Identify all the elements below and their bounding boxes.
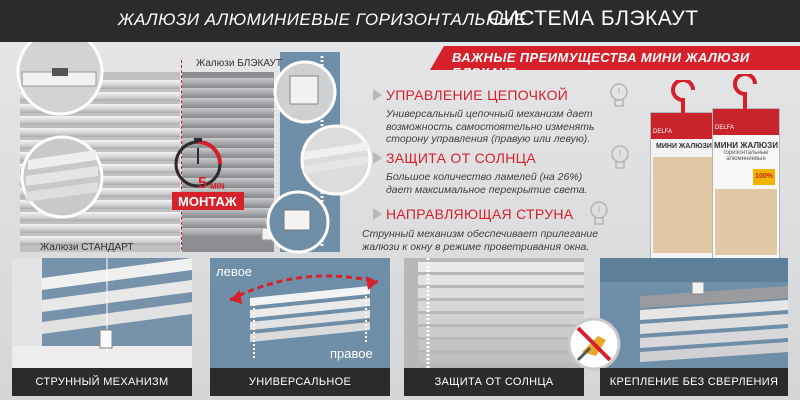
panel-universal-control: левое правое <box>210 258 390 368</box>
header-title-right: СИСТЕМА БЛЭКАУТ <box>488 7 699 30</box>
banner-text: ВАЖНЫЕ ПРЕИМУЩЕСТВА МИНИ ЖАЛЮЗИ БЛЭКАУТ <box>452 50 750 80</box>
package-title: МИНИ ЖАЛЮЗИ <box>656 143 712 150</box>
product-package-back: DELFA МИНИ ЖАЛЮЗИ <box>650 112 718 260</box>
zoom-circle-bottom-right <box>266 190 330 254</box>
montage-badge: МОНТАЖ <box>172 192 244 210</box>
caption-string-mechanism: СТРУННЫЙ МЕХАНИЗМ <box>12 368 192 396</box>
package-hook-front <box>733 74 757 110</box>
zoom-circle-mid-left <box>20 135 104 219</box>
panel-string-mechanism <box>12 258 192 368</box>
advantages-banner: ВАЖНЫЕ ПРЕИМУЩЕСТВА МИНИ ЖАЛЮЗИ БЛЭКАУТ <box>430 46 800 70</box>
feature-bullet-2 <box>373 152 382 164</box>
panel-sun-protection <box>404 258 584 368</box>
header-title-left: ЖАЛЮЗИ АЛЮМИНИЕВЫЕ ГОРИЗОНТАЛЬНЫЕ <box>118 10 527 29</box>
product-package-front: DELFA МИНИ ЖАЛЮЗИ горизонтальные алюмини… <box>712 108 780 260</box>
panel-label-right: правое <box>330 346 373 361</box>
package-brand-front: DELFA <box>715 125 735 131</box>
montage-unit: MIN <box>210 182 225 191</box>
montage-label: МОНТАЖ <box>178 194 237 209</box>
package-hook-back <box>671 80 695 116</box>
package-badge: 100% <box>753 169 775 185</box>
label-standard: Жалюзи СТАНДАРТ <box>40 242 134 253</box>
zoom-circle-top-left <box>16 42 104 116</box>
divider-dashed <box>181 60 182 250</box>
caption-sun-protection: ЗАЩИТА ОТ СОЛНЦА <box>404 368 584 396</box>
feature-title-sun: ЗАЩИТА ОТ СОЛНЦА <box>386 150 536 166</box>
package-brand: DELFA <box>653 129 673 135</box>
blinds-comparison-image <box>16 42 372 254</box>
label-blackout: Жалюзи БЛЭКАУТ <box>196 58 283 69</box>
feature-text-sun: Большое количество ламелей (на 26%) дает… <box>386 171 588 196</box>
panel-label-left: левое <box>216 264 253 279</box>
lightbulb-icon <box>590 201 608 225</box>
zoom-circle-top-right <box>273 60 337 124</box>
feature-text-string: Струнный механизм обеспечивает прилегани… <box>362 228 599 253</box>
feature-bullet-3 <box>373 208 382 220</box>
caption-universal-control: УНИВЕРСАЛЬНОЕ УПРАВЛЕНИЕ <box>210 368 390 396</box>
feature-title-string: НАПРАВЛЯЮЩАЯ СТРУНА <box>386 206 574 222</box>
feature-bullet-1 <box>373 89 382 101</box>
stopwatch-icon <box>174 138 222 188</box>
lightbulb-icon <box>610 83 628 107</box>
header-bar: ЖАЛЮЗИ АЛЮМИНИЕВЫЕ ГОРИЗОНТАЛЬНЫЕ СИСТЕМ… <box>0 0 800 42</box>
feature-title-chain: УПРАВЛЕНИЕ ЦЕПОЧКОЙ <box>386 87 569 103</box>
zoom-circle-mid-right <box>300 124 372 196</box>
package-subtitle: горизонтальные алюминиевые <box>723 150 769 162</box>
panel-no-drill-mount <box>600 258 788 368</box>
montage-number: 5 <box>198 175 207 192</box>
package-title-front: МИНИ ЖАЛЮЗИ <box>714 141 778 150</box>
lightbulb-icon <box>611 145 629 169</box>
no-drill-icon <box>567 317 621 371</box>
feature-text-chain: Универсальный цепочный механизм дает воз… <box>386 108 595 145</box>
caption-no-drill-mount: КРЕПЛЕНИЕ БЕЗ СВЕРЛЕНИЯ <box>600 368 788 396</box>
